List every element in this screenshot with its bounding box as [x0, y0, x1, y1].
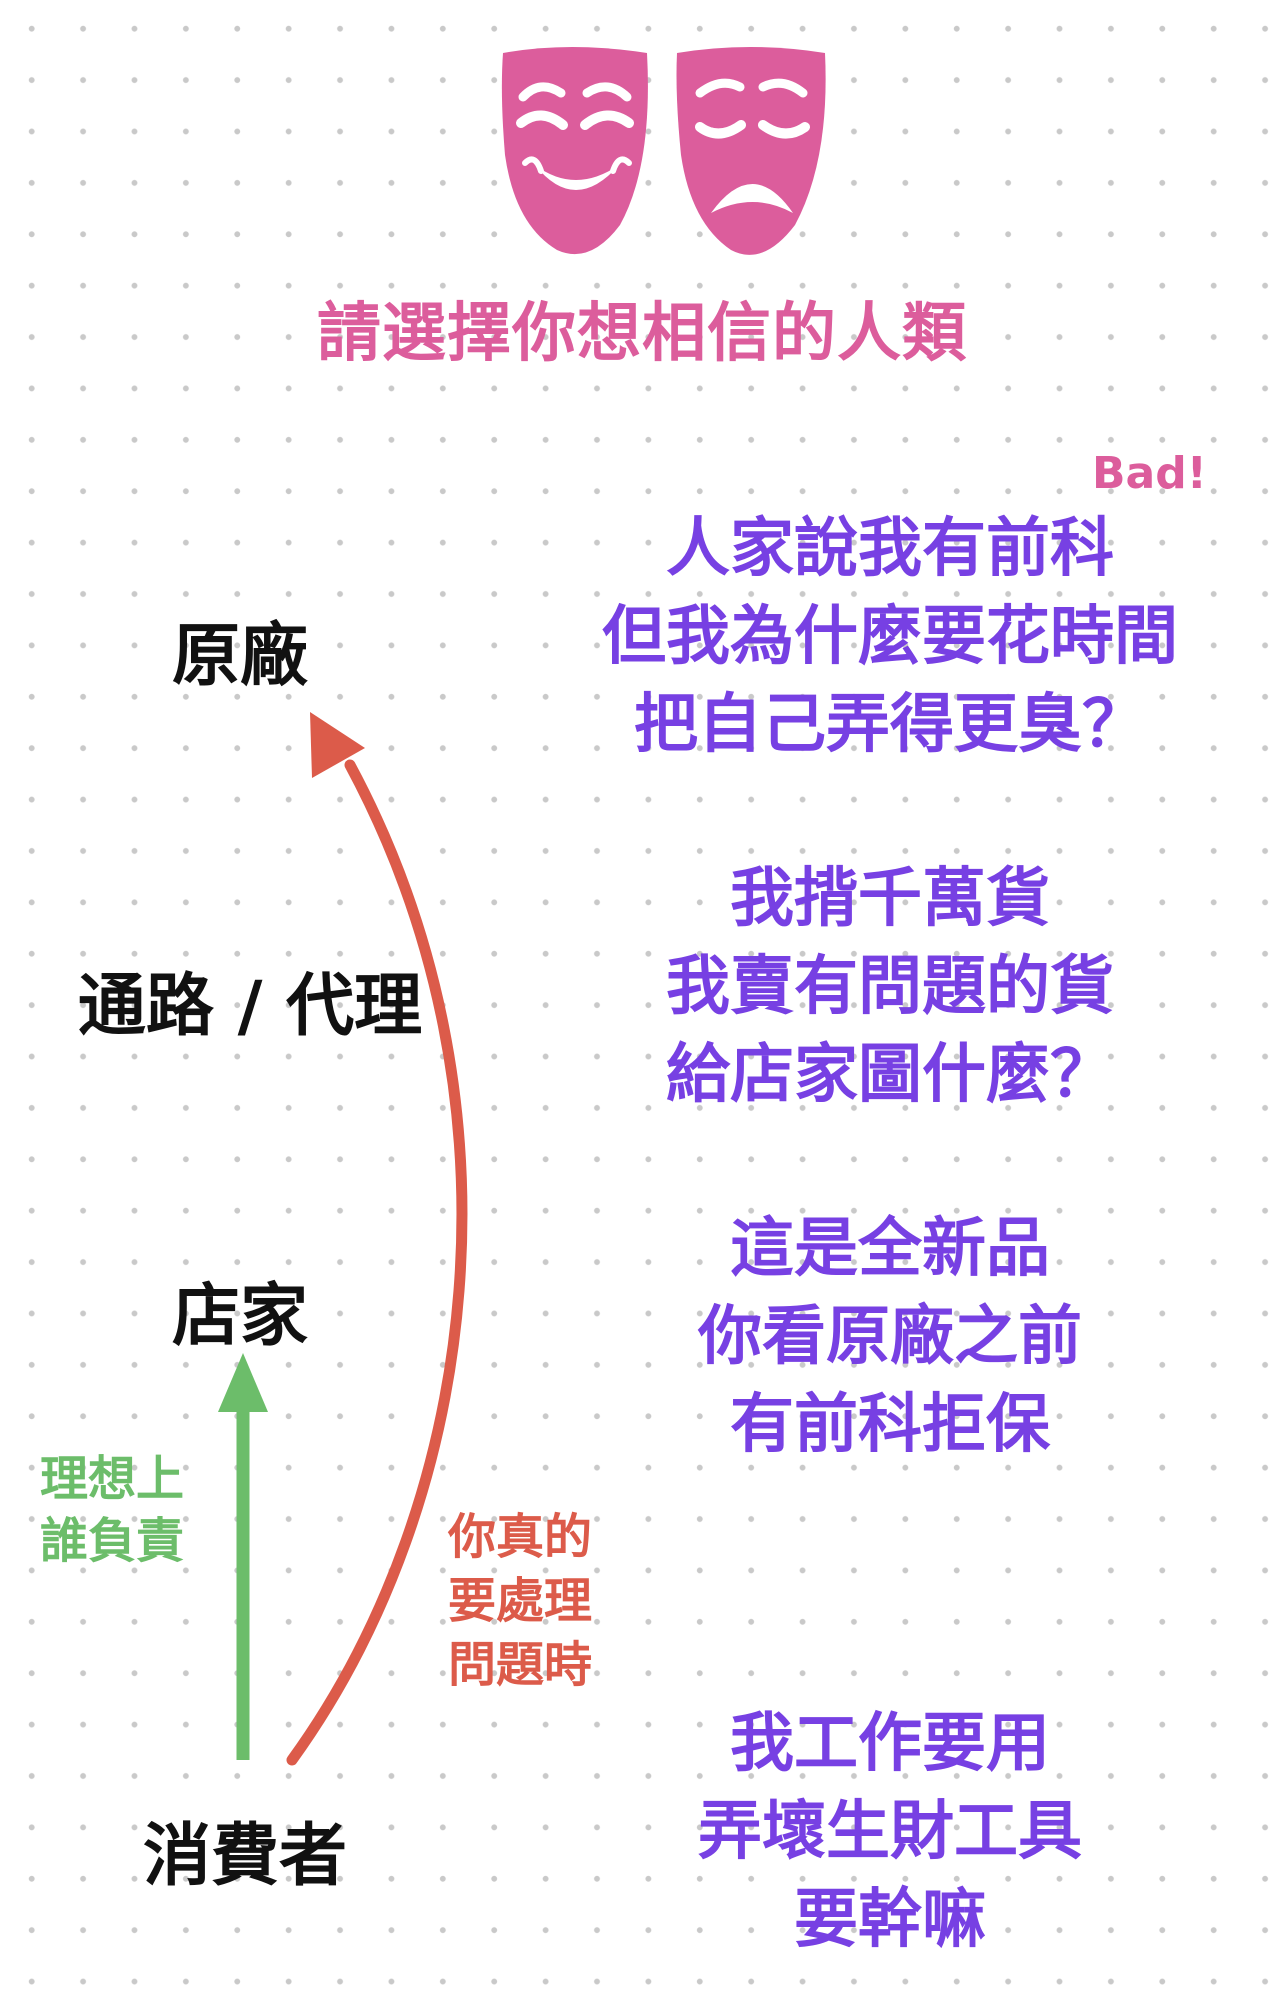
level-store: 店家	[171, 1277, 308, 1356]
actual-label-line: 要處理	[448, 1573, 593, 1629]
ideal-arrow-label: 理想上 誰負責	[40, 1448, 184, 1572]
quote-consumer: 我工作要用 弄壞生財工具 要幹嘛	[530, 1700, 1250, 1964]
quote-line: 人家說我有前科	[666, 512, 1114, 586]
theater-masks-icon	[501, 47, 826, 255]
quote-line: 弄壞生財工具	[698, 1795, 1082, 1869]
quote-store: 這是全新品 你看原廠之前 有前科拒保	[530, 1205, 1250, 1469]
level-distributor: 通路 / 代理	[77, 967, 423, 1046]
quote-manufacturer: 人家說我有前科 但我為什麼要花時間 把自己弄得更臭？	[530, 505, 1250, 769]
level-manufacturer: 原廠	[171, 617, 308, 696]
quote-line: 把自己弄得更臭？	[634, 688, 1146, 762]
quote-line: 我賣有問題的貨	[666, 950, 1114, 1024]
quote-line: 你看原廠之前	[698, 1300, 1082, 1374]
actual-arrow-label: 你真的 要處理 問題時	[448, 1505, 592, 1697]
quote-line: 我揹千萬貨	[730, 862, 1050, 936]
quote-line: 要幹嘛	[794, 1883, 986, 1957]
page-title: 請選擇你想相信的人類	[317, 297, 967, 371]
actual-label-line: 問題時	[448, 1637, 593, 1693]
ideal-label-line: 誰負責	[40, 1513, 185, 1569]
quote-line: 但我為什麼要花時間	[602, 600, 1178, 674]
ideal-arrow	[218, 1353, 268, 1760]
actual-arrow	[286, 712, 468, 1766]
actual-label-line: 你真的	[448, 1509, 593, 1565]
quote-line: 給店家圖什麼？	[666, 1038, 1114, 1112]
level-consumer: 消費者	[142, 1817, 347, 1896]
quote-line: 有前科拒保	[730, 1388, 1050, 1462]
quote-distributor: 我揹千萬貨 我賣有問題的貨 給店家圖什麼？	[530, 855, 1250, 1119]
bad-label: Bad!	[1092, 448, 1207, 499]
quote-line: 我工作要用	[730, 1707, 1050, 1781]
quote-line: 這是全新品	[730, 1212, 1050, 1286]
ideal-label-line: 理想上	[40, 1451, 185, 1507]
